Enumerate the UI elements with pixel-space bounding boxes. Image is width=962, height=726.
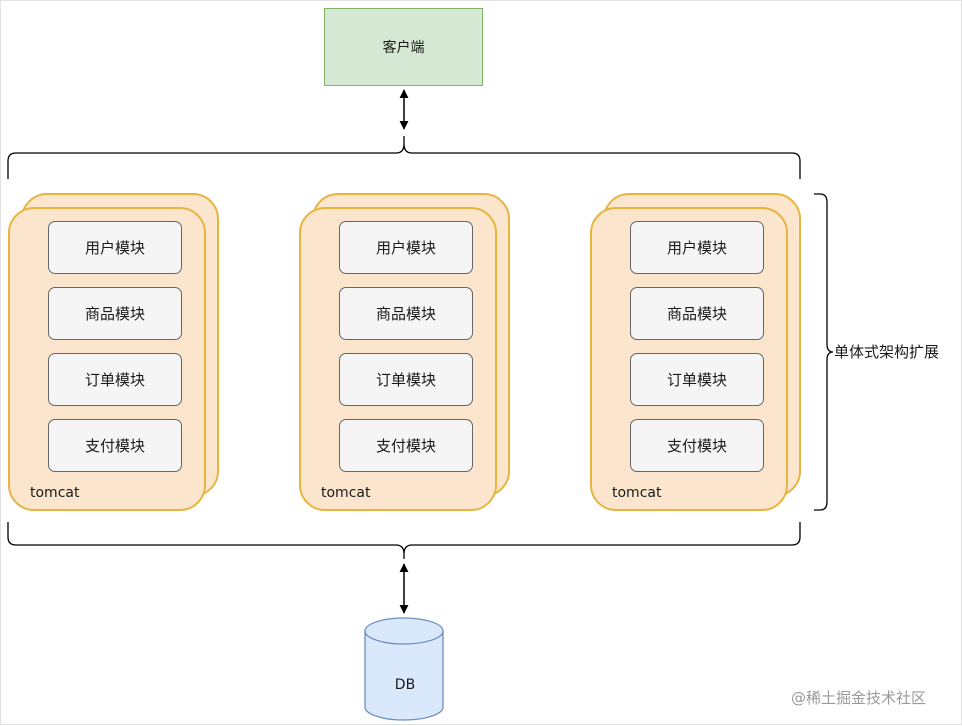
module-label: 商品模块 (666, 305, 727, 323)
right-brace (814, 193, 834, 511)
module-label: 订单模块 (84, 371, 145, 389)
module-product: 商品模块 (339, 287, 473, 340)
watermark: @稀土掘金技术社区 (791, 689, 927, 707)
tomcat-node-2: 用户模块 商品模块 订单模块 支付模块 tomcat (299, 207, 497, 511)
module-payment: 支付模块 (339, 419, 473, 472)
database-cylinder (364, 617, 444, 721)
module-order: 订单模块 (339, 353, 473, 406)
bottom-brace (7, 522, 801, 559)
database-top (364, 617, 444, 645)
client-box: 客户端 (324, 8, 483, 86)
module-user: 用户模块 (630, 221, 764, 274)
module-user: 用户模块 (339, 221, 473, 274)
module-order: 订单模块 (630, 353, 764, 406)
module-payment: 支付模块 (630, 419, 764, 472)
module-user: 用户模块 (48, 221, 182, 274)
tomcat-node-3: 用户模块 商品模块 订单模块 支付模块 tomcat (590, 207, 788, 511)
top-brace (7, 136, 801, 179)
tomcat-node-1: 用户模块 商品模块 订单模块 支付模块 tomcat (8, 207, 206, 511)
tomcat-label: tomcat (30, 485, 80, 501)
module-label: 支付模块 (84, 437, 145, 455)
module-label: 支付模块 (375, 437, 436, 455)
module-label: 用户模块 (84, 239, 145, 257)
module-label: 用户模块 (666, 239, 727, 257)
module-payment: 支付模块 (48, 419, 182, 472)
tomcat-label: tomcat (612, 485, 662, 501)
tomcat-label: tomcat (321, 485, 371, 501)
database-body (364, 631, 444, 721)
module-label: 支付模块 (666, 437, 727, 455)
module-order: 订单模块 (48, 353, 182, 406)
module-label: 用户模块 (375, 239, 436, 257)
module-label: 订单模块 (666, 371, 727, 389)
client-label: 客户端 (382, 40, 425, 56)
monolithic-scaling-label: 单体式架构扩展 (834, 343, 940, 361)
module-label: 商品模块 (84, 305, 145, 323)
module-product: 商品模块 (48, 287, 182, 340)
module-label: 订单模块 (375, 371, 436, 389)
module-label: 商品模块 (375, 305, 436, 323)
module-product: 商品模块 (630, 287, 764, 340)
database-label: DB (394, 677, 416, 693)
